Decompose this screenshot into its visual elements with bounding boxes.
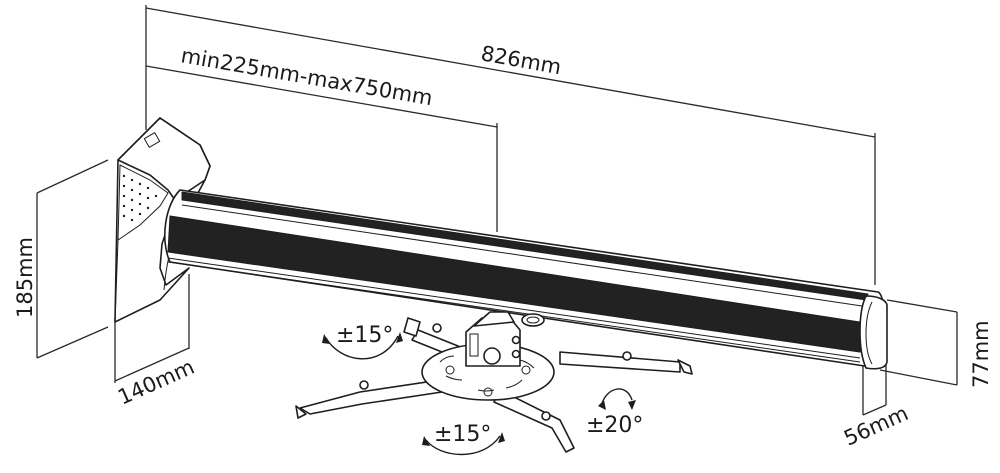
- label-rotation-right: ±20°: [586, 413, 643, 438]
- vent-dots: [122, 174, 158, 222]
- label-arm-height: 77mm: [969, 320, 993, 388]
- label-arm-width: 56mm: [840, 401, 912, 450]
- dimension-arm-height: 77mm: [879, 299, 993, 388]
- plate-slots: [439, 355, 535, 397]
- dimension-wall-plate-height: 185mm: [13, 159, 109, 359]
- adjust-swivel-bottom: ±15°: [422, 422, 505, 456]
- label-tilt-left: ±15°: [336, 323, 393, 348]
- label-wall-plate-height: 185mm: [13, 237, 37, 318]
- adjust-tilt-left: ±15°: [322, 323, 403, 360]
- dimension-arm-width: 56mm: [840, 362, 912, 451]
- adjust-rotation-right: ±20°: [586, 388, 643, 438]
- telescopic-arm: [164, 189, 888, 370]
- label-swivel-bottom: ±15°: [434, 422, 491, 447]
- wall-plate: [114, 117, 211, 323]
- projector-bracket: [295, 311, 693, 453]
- label-total-length: 826mm: [479, 41, 563, 79]
- label-arm-extension: min225mm-max750mm: [179, 43, 434, 110]
